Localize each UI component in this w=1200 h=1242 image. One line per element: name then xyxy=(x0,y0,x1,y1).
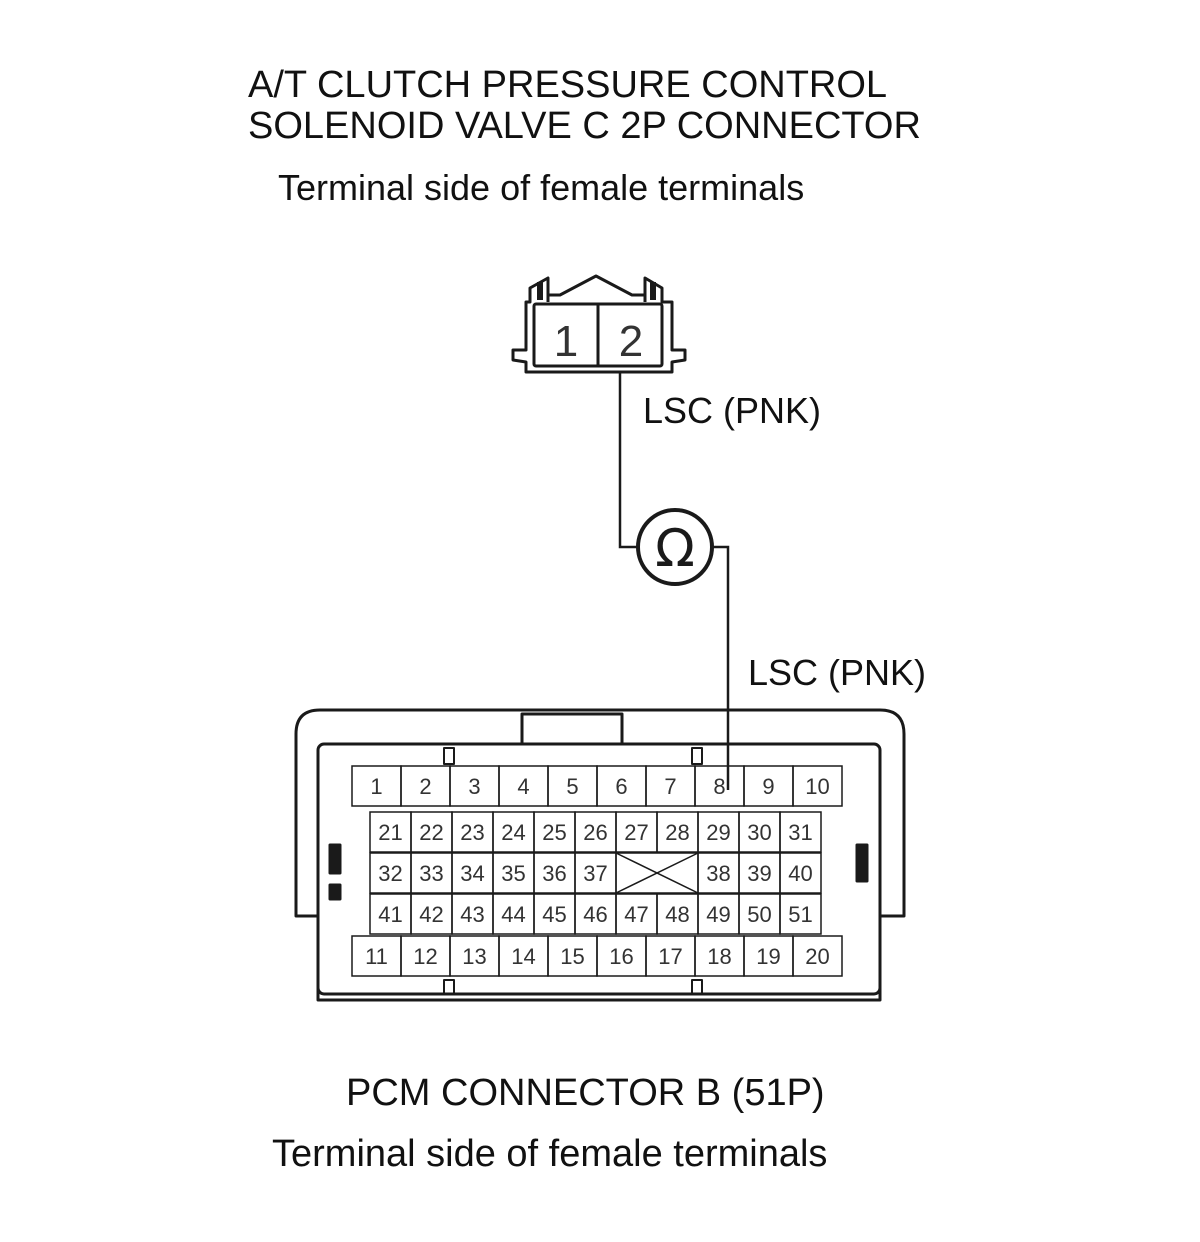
pcm-pin-31: 31 xyxy=(788,820,812,845)
solenoid-connector-title-line1: A/T CLUTCH PRESSURE CONTROL xyxy=(248,64,888,106)
pcm-pin-42: 42 xyxy=(419,902,443,927)
pcm-pin-40: 40 xyxy=(788,861,812,886)
pcm-pin-4: 4 xyxy=(517,774,529,799)
solenoid-2p-connector xyxy=(511,274,687,374)
pcm-pin-29: 29 xyxy=(706,820,730,845)
wire-lower-lsc xyxy=(712,545,730,790)
pcm-pin-7: 7 xyxy=(664,774,676,799)
pcm-pin-33: 33 xyxy=(419,861,443,886)
pcm-pin-48: 48 xyxy=(665,902,689,927)
pcm-pin-38: 38 xyxy=(706,861,730,886)
pcm-key-top-right xyxy=(691,747,703,765)
solenoid-pin-2: 2 xyxy=(619,317,643,366)
pcm-connector-shell xyxy=(294,708,906,1002)
pcm-pin-32: 32 xyxy=(378,861,402,886)
pcm-pin-27: 27 xyxy=(624,820,648,845)
pcm-pin-cavity-10 xyxy=(792,765,843,807)
pcm-connector-inner xyxy=(316,742,882,996)
pcm-latch-left-small xyxy=(328,883,342,901)
pcm-pin-15: 15 xyxy=(560,944,584,969)
pcm-pin-36: 36 xyxy=(542,861,566,886)
solenoid-connector-title-line2: SOLENOID VALVE C 2P CONNECTOR xyxy=(248,105,921,147)
pcm-pin-28: 28 xyxy=(665,820,689,845)
pcm-pin-50: 50 xyxy=(747,902,771,927)
pcm-pin-26: 26 xyxy=(583,820,607,845)
pcm-pin-14: 14 xyxy=(511,944,535,969)
pcm-pin-47: 47 xyxy=(624,902,648,927)
solenoid-connector-view-note: Terminal side of female terminals xyxy=(278,167,805,208)
pcm-pin-cavity-51 xyxy=(779,893,822,935)
pcm-pin-25: 25 xyxy=(542,820,566,845)
solenoid-connector-housing xyxy=(511,274,687,374)
pcm-connector-key xyxy=(520,712,624,746)
wire-label-lower: LSC (PNK) xyxy=(748,652,927,693)
pcm-pin-37: 37 xyxy=(583,861,607,886)
pcm-pin-34: 34 xyxy=(460,861,484,886)
pcm-pin-8: 8 xyxy=(713,774,725,799)
pcm-connector-title: PCM CONNECTOR B (51P) xyxy=(346,1072,825,1114)
solenoid-pin-1: 1 xyxy=(554,317,578,366)
pcm-pin-cavity-31 xyxy=(779,811,822,853)
pcm-pin-11: 11 xyxy=(365,944,388,969)
pcm-key-bottom-left xyxy=(443,979,455,995)
pcm-pin-2: 2 xyxy=(419,774,431,799)
pcm-pin-21: 21 xyxy=(378,820,402,845)
pcm-latch-left xyxy=(328,843,342,875)
pcm-pin-30: 30 xyxy=(747,820,771,845)
pcm-pin-39: 39 xyxy=(747,861,771,886)
pcm-connector-b xyxy=(294,708,906,1002)
pcm-pin-51: 51 xyxy=(788,902,812,927)
pcm-pin-5: 5 xyxy=(566,774,578,799)
pcm-pin-19: 19 xyxy=(756,944,780,969)
pcm-pin-35: 35 xyxy=(501,861,525,886)
pcm-pin-cavity-37 xyxy=(574,852,617,894)
pcm-pin-18: 18 xyxy=(707,944,731,969)
pcm-pin-13: 13 xyxy=(462,944,486,969)
pcm-pin-44: 44 xyxy=(501,902,525,927)
pcm-pin-49: 49 xyxy=(706,902,730,927)
pcm-pin-22: 22 xyxy=(419,820,443,845)
pcm-pin-12: 12 xyxy=(413,944,437,969)
pcm-pin-6: 6 xyxy=(615,774,627,799)
pcm-pin-cavity-40 xyxy=(779,852,822,894)
wire-label-upper: LSC (PNK) xyxy=(643,390,822,431)
pcm-pin-9: 9 xyxy=(762,774,774,799)
ohm-symbol: Ω xyxy=(655,519,695,579)
pcm-key-top-left xyxy=(443,747,455,765)
pcm-pin-43: 43 xyxy=(460,902,484,927)
pcm-pin-45: 45 xyxy=(542,902,566,927)
pcm-key-bottom-right xyxy=(691,979,703,995)
pcm-pin-1: 1 xyxy=(370,774,382,799)
pcm-pin-20: 20 xyxy=(805,944,829,969)
pcm-pin-23: 23 xyxy=(460,820,484,845)
pcm-latch-right xyxy=(855,843,869,883)
pcm-pin-3: 3 xyxy=(468,774,480,799)
pcm-pin-41: 41 xyxy=(378,902,402,927)
ohmmeter-icon: Ω xyxy=(636,508,714,586)
pcm-connector-view-note: Terminal side of female terminals xyxy=(272,1133,828,1175)
pcm-pin-46: 46 xyxy=(583,902,607,927)
pcm-pin-10: 10 xyxy=(805,774,829,799)
wire-upper-lsc xyxy=(618,372,638,549)
pcm-pin-24: 24 xyxy=(501,820,525,845)
pcm-blocked-cavity-x2 xyxy=(615,852,699,894)
pcm-pin-cavity-20 xyxy=(792,935,843,977)
pcm-pin-17: 17 xyxy=(658,944,682,969)
pcm-pin-16: 16 xyxy=(609,944,633,969)
